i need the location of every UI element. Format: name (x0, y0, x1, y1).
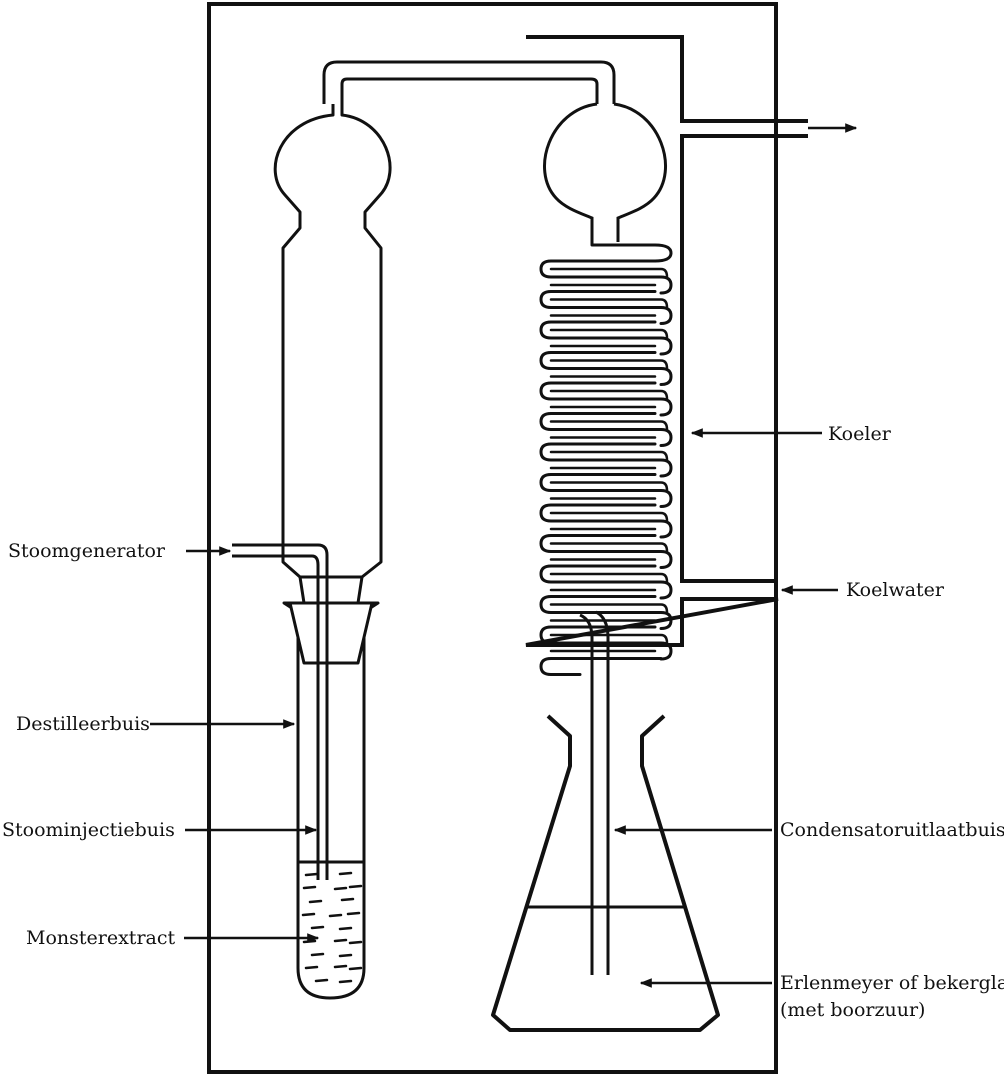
label-erlenmeyer-line2: (met boorzuur) (780, 999, 925, 1021)
condenser-jacket (525, 35, 808, 647)
sample-dash (304, 965, 319, 970)
label-destilleerbuis: Destilleerbuis (16, 713, 150, 735)
sample-extract (301, 871, 363, 984)
label-condensatoruitlaatbuis: Condensatoruitlaatbuis (780, 819, 1004, 841)
condenser-bulb (543, 102, 668, 242)
sample-dash (340, 897, 355, 902)
sample-dash (333, 964, 348, 969)
outlet-tube-top (579, 610, 610, 639)
label-stoominjectiebuis: Stoominjectiebuis (2, 819, 175, 841)
sample-dash (338, 953, 353, 958)
sample-dash (348, 966, 363, 971)
steam-injection-tube (232, 543, 329, 880)
label-monsterextract: Monsterextract (26, 927, 175, 949)
sample-dash (302, 939, 317, 944)
sample-dash (338, 871, 353, 876)
label-koeler: Koeler (828, 423, 892, 445)
sample-dash (314, 978, 329, 983)
distillation-column (273, 104, 392, 579)
sample-dash (304, 872, 319, 877)
sample-dash (310, 952, 325, 957)
condenser-coil (539, 240, 673, 676)
label-erlenmeyer-line1: Erlenmeyer of bekerglas (780, 972, 1004, 994)
column-neck (298, 576, 364, 604)
distillation-tube (282, 601, 380, 1000)
sample-dash (308, 899, 323, 904)
condenser-outlet-tube (590, 638, 610, 975)
sample-dash (302, 885, 317, 890)
stopper (288, 601, 374, 665)
erlenmeyer-flask (491, 714, 720, 1032)
sample-dash (333, 938, 348, 943)
sample-dash (348, 940, 363, 945)
sample-dash (328, 913, 343, 918)
apparatus-frame (207, 2, 778, 1074)
label-stoomgenerator: Stoomgenerator (8, 540, 166, 562)
sample-dash (346, 911, 361, 916)
label-koelwater: Koelwater (846, 579, 945, 601)
sample-dash (310, 925, 325, 930)
sample-dash (338, 926, 353, 931)
sample-dash (301, 912, 316, 917)
sample-dash (338, 979, 353, 984)
sample-dash (348, 884, 363, 889)
sample-dash (333, 886, 348, 891)
connecting-tube-outer (322, 60, 616, 104)
connecting-tube-inner (340, 77, 599, 104)
